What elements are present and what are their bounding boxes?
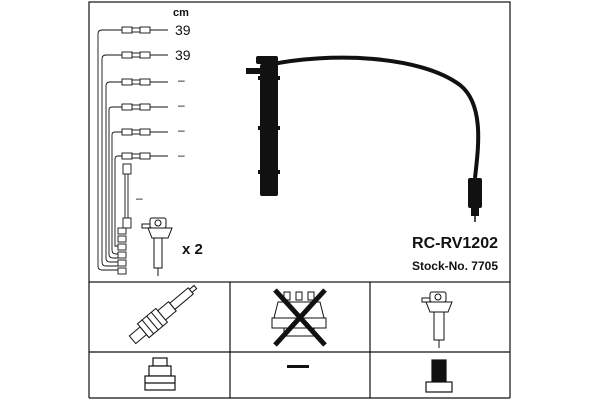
wire-length-7: – — [136, 191, 143, 205]
stock-number: Stock-No. 7705 — [411, 259, 498, 273]
connector-3 — [121, 78, 168, 86]
not-applicable-mark: – — [287, 365, 309, 368]
spark-plug-icon — [128, 284, 198, 345]
distributor-cap-icon — [271, 288, 327, 347]
wire-connectors — [121, 26, 168, 229]
quantity-label: x 2 — [182, 241, 203, 258]
connector-1 — [121, 26, 168, 34]
frame-lines — [88, 1, 511, 399]
wire-length-4: – — [178, 98, 185, 112]
connector-2 — [121, 51, 168, 59]
wire-length-6: – — [178, 148, 185, 162]
wire-length-5: – — [178, 123, 185, 137]
wire-length-1: 39 — [175, 22, 191, 38]
ignition-lead — [246, 55, 482, 222]
coil-connector-icon — [141, 217, 173, 276]
connector-4 — [121, 103, 168, 111]
connector-vertical — [122, 163, 132, 229]
connector-5 — [121, 128, 168, 136]
unit-label: cm — [173, 7, 189, 19]
bundle-terminals — [117, 227, 127, 275]
wire-bundle — [97, 29, 129, 271]
terminal-clip-icon — [425, 359, 453, 393]
wire-length-3: – — [178, 73, 185, 87]
coil-boot-icon — [421, 291, 453, 348]
wire-length-2: 39 — [175, 47, 191, 63]
terminal-nut-icon — [144, 357, 176, 391]
product-code: RC-RV1202 — [412, 235, 498, 252]
connector-6 — [121, 152, 168, 160]
